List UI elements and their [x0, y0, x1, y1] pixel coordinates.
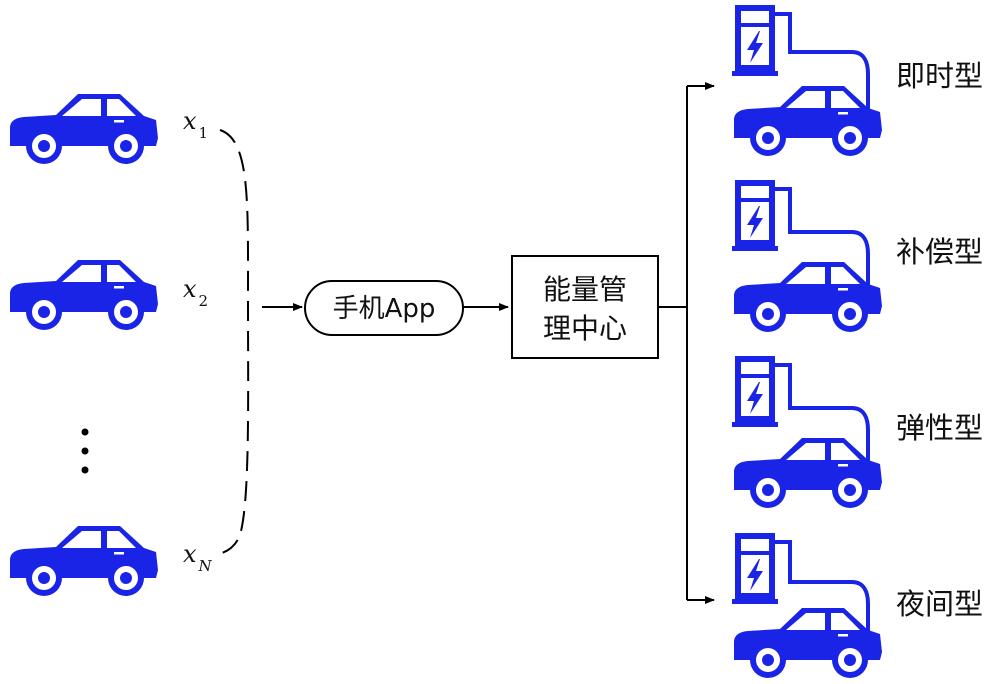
charging-station-icon — [732, 533, 778, 604]
vehicle-car-2-icon — [10, 260, 158, 330]
energy-management-center-node — [511, 255, 659, 359]
charge-type-label-2: 补偿型 — [896, 235, 983, 269]
app-node-label: 手机App — [333, 294, 436, 324]
charging-car-icon — [734, 262, 882, 332]
vehicle-car-1-icon — [10, 94, 158, 164]
charging-station-icon — [732, 356, 778, 427]
vehicle-car-n-icon — [10, 526, 158, 596]
charge-group-1 — [732, 5, 882, 156]
charge-type-label-4: 夜间型 — [896, 587, 983, 621]
charge-type-label-1: 即时型 — [896, 59, 983, 93]
ellipsis-dots — [81, 428, 89, 474]
charge-group-3 — [732, 356, 882, 508]
dashed-grouping-brace — [219, 129, 250, 554]
charge-group-4 — [732, 533, 882, 678]
charging-station-icon — [732, 180, 778, 251]
charging-car-icon — [734, 86, 882, 156]
charging-car-icon — [734, 608, 882, 678]
charge-type-label-3: 弹性型 — [896, 411, 983, 445]
charging-car-icon — [734, 438, 882, 508]
center-node-label-line2: 理中心 — [543, 312, 627, 345]
center-node-label-line1: 能量管 — [543, 273, 627, 306]
charging-station-icon — [732, 5, 778, 76]
charge-group-2 — [732, 180, 882, 332]
